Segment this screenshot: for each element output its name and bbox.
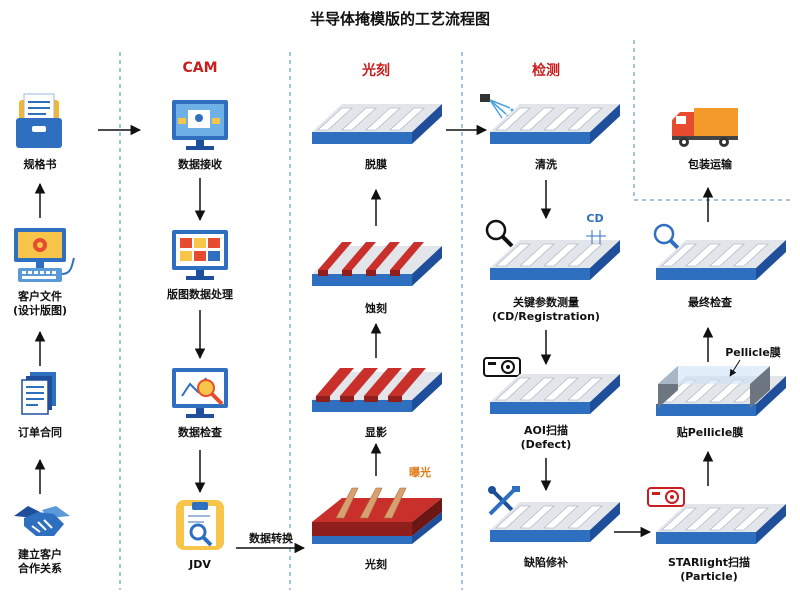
step-label-develop: 显影 <box>365 426 387 439</box>
expose-light-label: 曝光 <box>409 466 431 479</box>
section-label-inspect: 检测 <box>532 63 560 79</box>
step-label-packing: 包装运输 <box>688 158 732 171</box>
tools-icon <box>488 486 520 516</box>
step-label-data-receive: 数据接收 <box>178 158 222 171</box>
step-label-etch: 蚀刻 <box>365 302 387 315</box>
flow-arrows-cam <box>194 178 306 554</box>
contract-document-icon <box>21 372 56 415</box>
monitor-grid-icon <box>172 230 228 280</box>
step-label-data-convert: 数据转换 <box>249 532 293 545</box>
step-label-cd-measure: 关键参数测量 <box>513 296 579 309</box>
handshake-icon <box>14 506 70 536</box>
step-label-order: 订单合同 <box>18 426 62 439</box>
magnifier-icon <box>485 219 514 248</box>
plate-clean <box>490 104 620 144</box>
page-title: 半导体掩模版的工艺流程图 <box>309 10 490 28</box>
pellicle-pointer <box>729 359 741 377</box>
step-label-pellicle: 贴Pellicle膜 <box>676 426 744 439</box>
cd-indicator <box>586 230 606 244</box>
clipboard-magnifier-icon <box>176 500 224 550</box>
step-label-clean: 清洗 <box>535 158 557 171</box>
section-label-litho: 光刻 <box>362 63 390 79</box>
step-label-spec: 规格书 <box>23 158 57 171</box>
plate-etch <box>312 242 442 286</box>
step-label-repair: 缺陷修补 <box>524 556 568 569</box>
step-label-cd-measure-sub: (CD/Registration) <box>492 310 600 323</box>
pellicle-tag: Pellicle膜 <box>725 346 781 359</box>
plate-repair <box>490 502 620 542</box>
flow-arrows-litho <box>370 124 488 476</box>
document-folder-icon <box>16 93 62 148</box>
step-label-aoi: AOI扫描 <box>524 424 568 437</box>
plate-develop <box>312 368 442 412</box>
section-label-cam: CAM <box>182 60 218 76</box>
section-dividers <box>119 40 790 590</box>
plate-pellicle <box>656 366 786 416</box>
plate-starlight <box>656 504 786 544</box>
step-label-customer-file-sub: (设计版图) <box>12 304 68 317</box>
plate-strip <box>312 104 442 144</box>
plate-final-check <box>656 240 786 280</box>
plate-cd-measure <box>490 240 620 280</box>
magnifier-icon <box>653 223 682 252</box>
monitor-data-icon <box>172 100 228 150</box>
step-label-starlight: STARlight扫描 <box>667 556 751 569</box>
flow-arrows-customer <box>34 124 142 494</box>
step-label-client-sub: 合作关系 <box>18 562 62 575</box>
step-label-layout-process: 版图数据处理 <box>167 288 233 301</box>
step-label-client: 建立客户 <box>18 548 62 561</box>
step-label-final-check: 最终检查 <box>688 296 732 309</box>
plate-aoi <box>490 374 620 414</box>
step-label-customer-file: 客户文件 <box>18 290 62 303</box>
step-label-expose: 光刻 <box>365 558 387 571</box>
step-label-data-check: 数据检查 <box>178 426 222 439</box>
delivery-truck-icon <box>672 108 738 147</box>
computer-gear-icon <box>14 228 75 282</box>
plate-expose <box>312 487 442 544</box>
step-label-strip: 脱膜 <box>365 158 387 171</box>
step-label-starlight-sub: (Particle) <box>680 570 738 583</box>
step-label-aoi-sub: (Defect) <box>520 438 572 451</box>
scanner-camera-icon <box>647 487 685 507</box>
flow-arrows-inspect <box>540 180 652 538</box>
step-label-jdv: JDV <box>189 558 211 571</box>
monitor-magnifier-icon <box>172 368 228 418</box>
cd-tag: CD <box>586 212 604 225</box>
scanner-camera-icon <box>483 357 521 377</box>
